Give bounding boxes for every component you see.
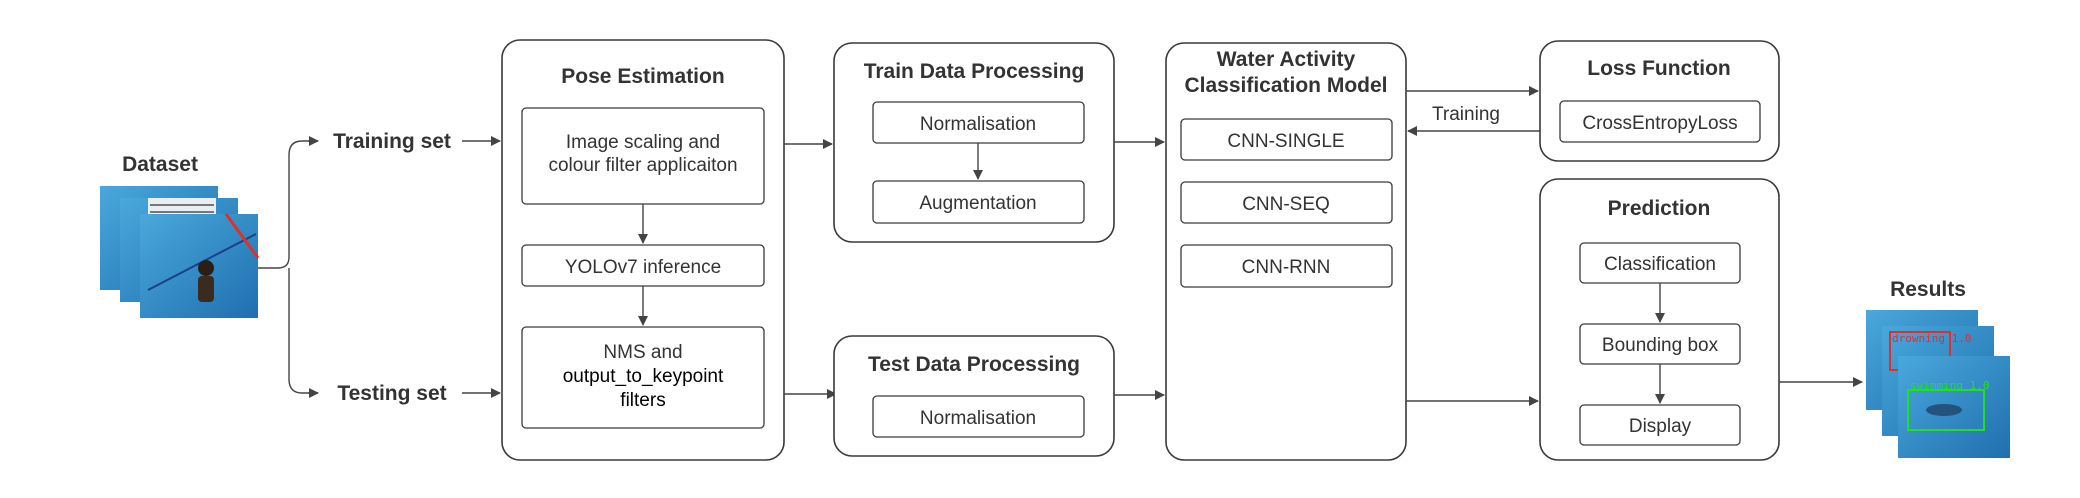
display-box (1579, 404, 1741, 446)
cnn-rnn-box (1180, 244, 1393, 288)
prediction-title: Prediction (1608, 197, 1711, 220)
dataset-image-stack (100, 186, 260, 318)
swimming-overlay-label: swimming 1.0 (1910, 379, 1989, 392)
prediction-panel: Prediction Classification Bounding box D… (1539, 178, 1780, 461)
test-processing-title: Test Data Processing (868, 353, 1080, 376)
cnn-single-box (1180, 118, 1393, 161)
dataset-title: Dataset (122, 153, 198, 176)
cnn-single-label: CNN-SINGLE (1227, 131, 1344, 152)
test-processing-panel: Test Data Processing Normalisation (833, 335, 1115, 457)
cross-entropy-label: CrossEntropyLoss (1582, 113, 1737, 134)
augmentation-label: Augmentation (919, 193, 1036, 214)
model-title-line-1: Water Activity (1217, 48, 1356, 71)
pose-estimation-panel: Pose Estimation Image scaling and colour… (501, 39, 785, 461)
loss-function-panel: Loss Function CrossEntropyLoss (1539, 40, 1780, 162)
train-processing-title: Train Data Processing (864, 60, 1085, 83)
cnn-rnn-label: CNN-RNN (1242, 257, 1331, 278)
display-label: Display (1629, 416, 1692, 437)
test-normalisation-label: Normalisation (920, 408, 1036, 429)
model-title-line-2: Classification Model (1184, 74, 1387, 97)
train-processing-panel: Train Data Processing Normalisation Augm… (833, 42, 1115, 243)
nms-filters-line-2: output_to_keypoint (563, 366, 724, 387)
classification-model-panel: Water Activity Classification Model CNN-… (1165, 42, 1407, 461)
testing-set-label: Testing set (337, 382, 446, 405)
results-image-stack: drowning 1.0 swimming 1.0 (1866, 310, 2010, 458)
yolo-inference-label: YOLOv7 inference (565, 257, 721, 278)
nms-filters-box (521, 326, 765, 429)
image-scaling-line-2: colour filter applicaiton (548, 155, 737, 176)
drowning-overlay-label: drowning 1.0 (1892, 332, 1971, 345)
nms-filters-line-3: filters (620, 390, 665, 411)
test-normalisation-box (872, 395, 1085, 438)
training-set-label: Training set (333, 130, 451, 153)
swimming-bbox (1907, 389, 1985, 431)
cross-entropy-box (1559, 100, 1761, 143)
training-edge-label: Training (1432, 104, 1500, 125)
bounding-box-label: Bounding box (1602, 335, 1719, 356)
train-normalisation-label: Normalisation (920, 114, 1036, 135)
cnn-seq-label: CNN-SEQ (1242, 194, 1330, 215)
augmentation-box (872, 180, 1085, 224)
classification-label: Classification (1604, 254, 1716, 275)
cnn-seq-box (1180, 181, 1393, 224)
loss-function-title: Loss Function (1587, 57, 1731, 80)
results-title: Results (1890, 278, 1966, 301)
nms-filters-line-1: NMS and (603, 342, 682, 363)
split-bracket (258, 140, 318, 394)
pose-estimation-title: Pose Estimation (561, 65, 724, 88)
image-scaling-line-1: Image scaling and (566, 132, 720, 153)
